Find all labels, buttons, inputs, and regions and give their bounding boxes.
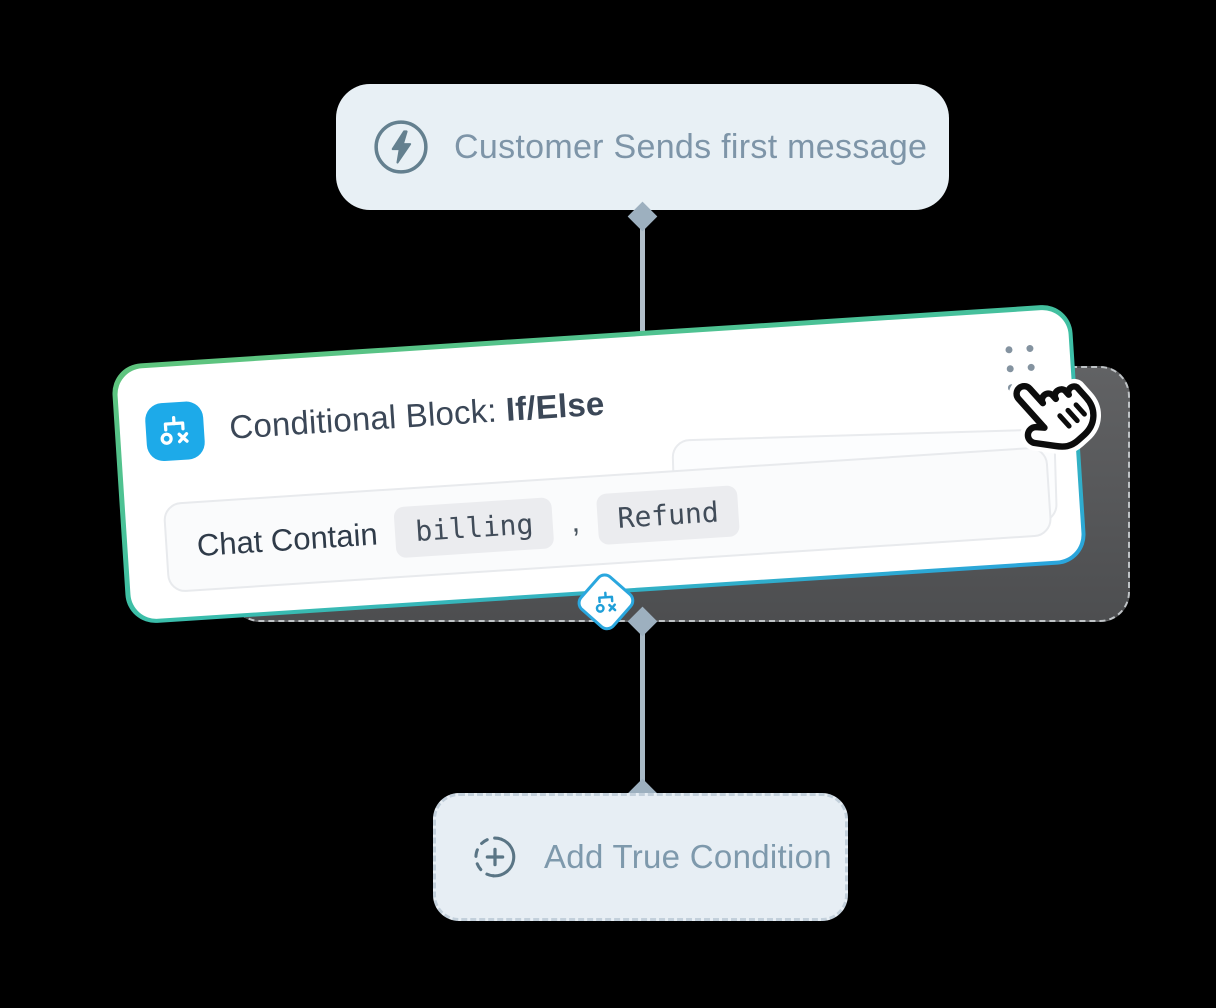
trigger-node[interactable]: Customer Sends first message xyxy=(336,84,949,210)
condition-prefix: Chat Contain xyxy=(195,515,379,563)
conditional-block-title: Conditional Block: If/Else xyxy=(228,384,605,446)
add-true-condition-label: Add True Condition xyxy=(544,838,832,875)
connector-line-top xyxy=(640,212,645,337)
condition-summary[interactable]: Chat Contain billing , Refund xyxy=(162,445,1053,593)
conditional-block-header: Conditional Block: If/Else xyxy=(143,374,607,462)
connector-line-bottom xyxy=(640,620,645,796)
conditional-block-node[interactable]: Conditional Block: If/Else Chat Contain … xyxy=(110,303,1088,634)
lightning-icon xyxy=(372,118,430,176)
title-emphasis: If/Else xyxy=(504,384,606,428)
add-true-condition-button[interactable]: Add True Condition xyxy=(433,793,848,921)
chip-separator: , xyxy=(569,502,581,539)
condition-chip[interactable]: billing xyxy=(393,497,555,559)
title-prefix: Conditional Block: xyxy=(228,390,508,446)
add-circle-dashed-icon xyxy=(468,830,522,884)
branch-output-badge[interactable] xyxy=(572,568,638,634)
trigger-node-label: Customer Sends first message xyxy=(454,127,928,166)
branch-icon xyxy=(143,400,206,462)
conditional-block-card: Conditional Block: If/Else Chat Contain … xyxy=(115,308,1083,634)
condition-chip[interactable]: Refund xyxy=(596,485,741,546)
hand-cursor-icon xyxy=(1009,378,1101,455)
